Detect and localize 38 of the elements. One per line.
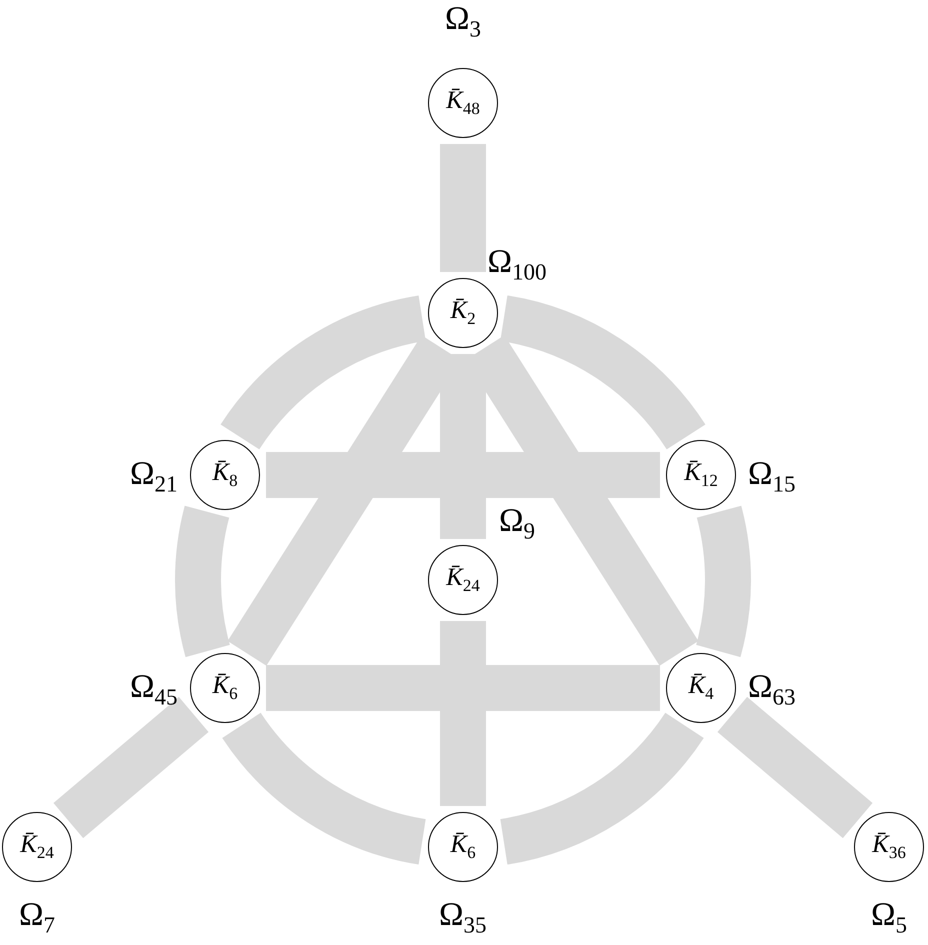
- connector-line: [266, 452, 660, 498]
- connector-line: [717, 696, 873, 838]
- connector-line: [53, 696, 209, 838]
- omega-label: Ω$_{35}$: [439, 899, 487, 937]
- omega-label: Ω$_{5}$: [871, 899, 908, 937]
- node-circle: [428, 278, 498, 348]
- node-label: K̄$_{48}$: [446, 87, 480, 119]
- node-label: K̄$_{24}$: [20, 831, 54, 863]
- arc-connector: [696, 506, 751, 656]
- arc-connector: [498, 712, 703, 864]
- arc-connector: [175, 506, 230, 656]
- connector-line: [440, 621, 486, 806]
- node-circle: [190, 440, 260, 510]
- omega-label: Ω$_{100}$: [488, 246, 547, 284]
- node-circle: [666, 440, 736, 510]
- connector-line: [266, 665, 660, 711]
- omega-label: Ω$_{45}$: [130, 671, 178, 709]
- arc-connector: [498, 296, 705, 450]
- omega-label: Ω$_{9}$: [499, 505, 536, 543]
- node-label: K̄$_{8}$: [212, 459, 238, 491]
- node-circle: [190, 653, 260, 723]
- connector-line: [440, 354, 486, 539]
- connector-line: [440, 144, 486, 272]
- omega-label: Ω$_{7}$: [19, 899, 56, 937]
- omega-label: Ω$_{63}$: [748, 671, 796, 709]
- node-label: K̄$_{4}$: [688, 672, 714, 704]
- arc-connector: [221, 296, 428, 450]
- omega-label: Ω$_{15}$: [748, 458, 796, 496]
- node-label: K̄$_{24}$: [446, 564, 480, 596]
- node-label: K̄$_{2}$: [450, 297, 476, 329]
- node-circle: [666, 653, 736, 723]
- node-label: K̄$_{12}$: [684, 459, 718, 491]
- node-label: K̄$_{6}$: [450, 831, 476, 863]
- omega-label: Ω$_{21}$: [130, 458, 178, 496]
- node-label: K̄$_{6}$: [212, 672, 238, 704]
- omega-label: Ω$_{3}$: [445, 3, 482, 41]
- arc-connector: [223, 712, 428, 864]
- node-label: K̄$_{36}$: [872, 831, 906, 863]
